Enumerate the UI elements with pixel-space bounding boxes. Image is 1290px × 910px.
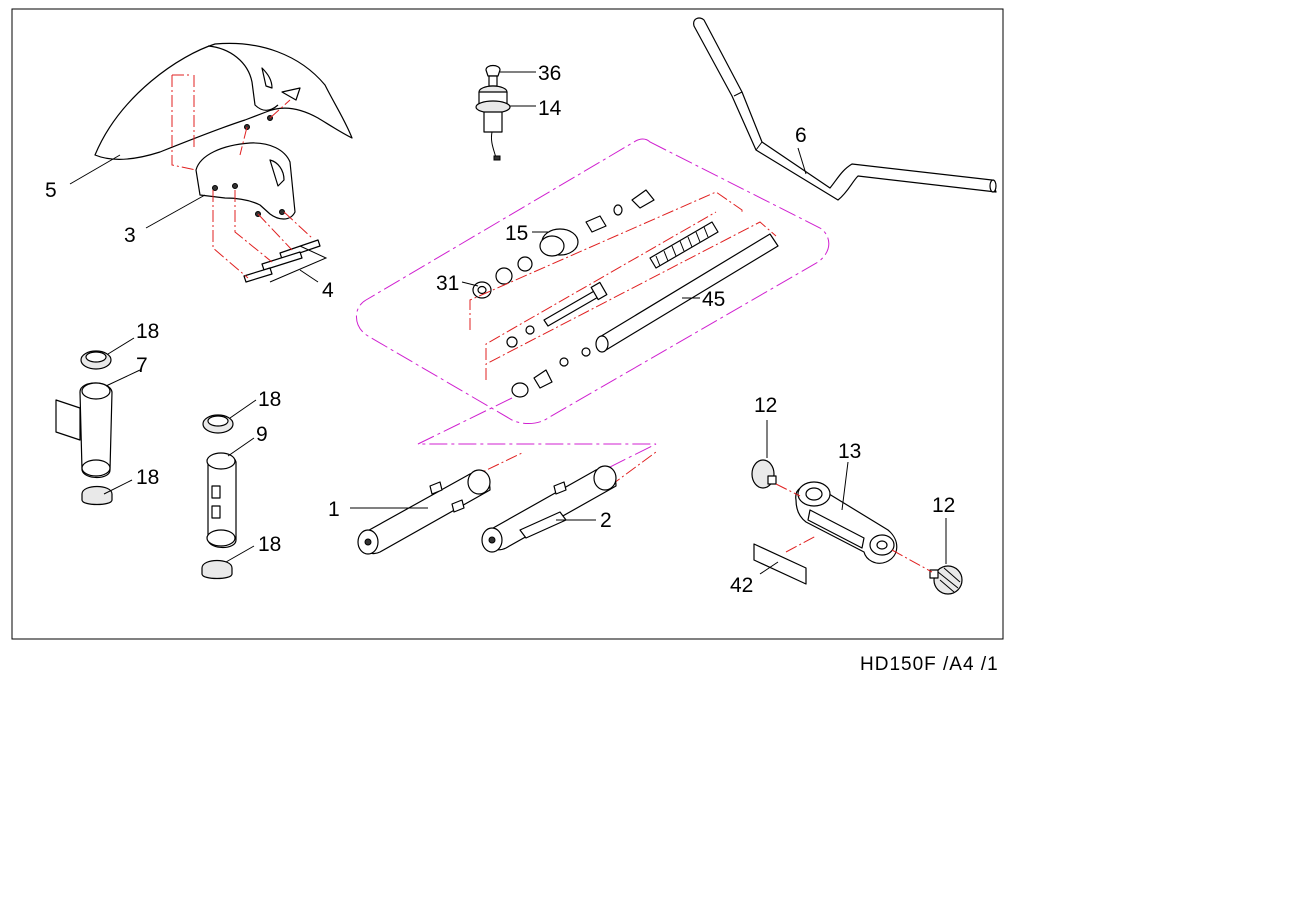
callout-2: 2 [600,509,612,532]
steering-bottom-bracket-part [55,350,113,506]
callout-12-a: 12 [754,394,777,417]
front-fender-part [94,42,353,160]
handle-lever-part [751,459,963,595]
callout-7: 7 [136,354,148,377]
callout-31: 31 [436,272,459,295]
callout-6: 6 [795,124,807,147]
callout-labels: 5 3 4 36 14 6 15 31 45 18 7 18 18 9 18 1… [45,62,955,597]
steering-top-bracket-part [201,414,237,580]
callout-18-d: 18 [258,533,281,556]
diagram-code: HD150F /A4 /1 [860,654,999,675]
callout-9: 9 [256,423,268,446]
handlebar-part [693,17,997,201]
fork-internals-parts [472,189,779,398]
callout-1: 1 [328,498,340,521]
callout-15: 15 [505,222,528,245]
callout-12-b: 12 [932,494,955,517]
callout-13: 13 [838,440,861,463]
fork-leg-right-part [357,469,491,555]
switch-assembly-part [475,64,511,161]
callout-3: 3 [124,224,136,247]
callout-14: 14 [538,97,562,120]
callout-4: 4 [322,279,334,302]
diagram-frame [11,8,1004,640]
callout-36: 36 [538,62,561,85]
fender-bolts-part [243,239,321,283]
callout-leader-lines [69,71,947,575]
fender-stay-part [195,115,296,220]
fork-internals-group-outline [356,138,830,424]
callout-18-c: 18 [258,388,281,411]
callout-18-b: 18 [136,466,159,489]
callout-5: 5 [45,179,57,202]
fork-internals-assembly-lines [469,191,777,380]
callout-18-a: 18 [136,320,159,343]
fork-leg-assembly-lines [417,397,657,487]
callout-45: 45 [702,288,725,311]
callout-42: 42 [730,574,753,597]
fork-leg-left-part [481,465,617,553]
fender-assembly-lines [171,74,313,279]
